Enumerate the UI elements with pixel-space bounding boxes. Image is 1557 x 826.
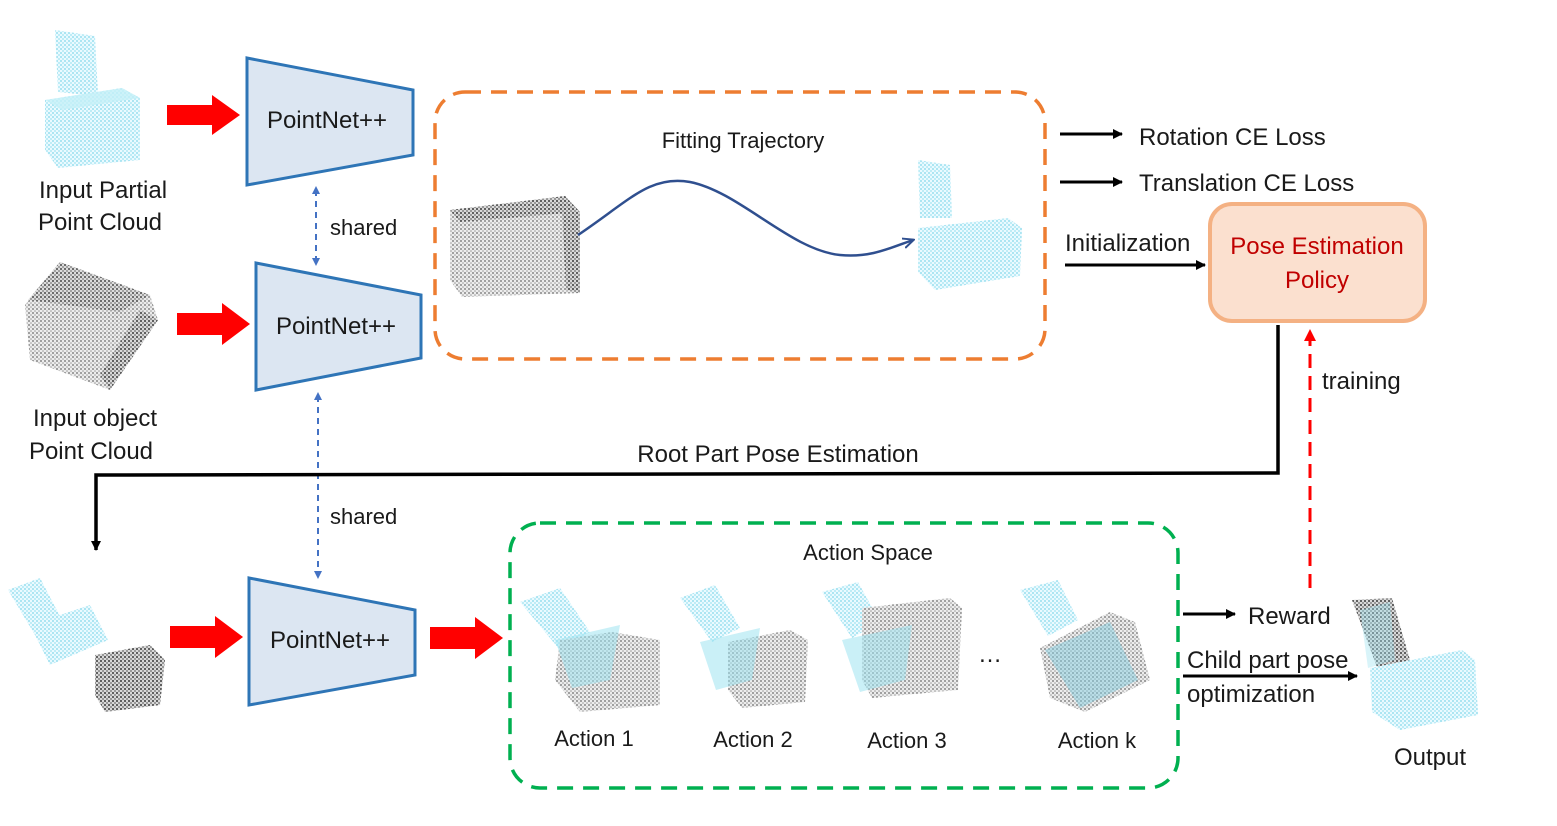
- pointnet-encoder-middle: PointNet++: [254, 261, 423, 392]
- action-ellipsis: …: [978, 641, 1002, 668]
- object-cloud-label-line1: Input object: [33, 405, 157, 432]
- fitting-trajectory-box: [433, 90, 1047, 361]
- action-space-box: [508, 521, 1180, 790]
- object-point-cloud-image: [25, 262, 158, 390]
- shared-label-bottom: shared: [330, 504, 397, 529]
- red-arrow-3: [170, 616, 243, 658]
- root-pose-connector: [91, 325, 1280, 551]
- partial-cloud-label-line2: Point Cloud: [38, 209, 162, 236]
- red-arrow-4: [430, 617, 503, 659]
- policy-label-line1: Pose Estimation: [1230, 233, 1403, 260]
- object-cloud-label-line2: Point Cloud: [29, 438, 153, 465]
- action-2-cloud: [680, 585, 808, 708]
- pose-estimation-policy-box: Pose Estimation Policy: [1208, 202, 1427, 323]
- action-1-label: Action 1: [554, 726, 634, 751]
- action-k-cloud: [1020, 580, 1150, 712]
- child-optimization-label-line1: Child part pose: [1187, 647, 1348, 674]
- child-optimization-label-line2: optimization: [1187, 681, 1315, 708]
- training-label: training: [1322, 368, 1401, 395]
- bottom-input-cloud: [8, 578, 165, 712]
- translation-loss-label: Translation CE Loss: [1139, 170, 1354, 197]
- action-space-title: Action Space: [803, 540, 933, 565]
- rotation-loss-label: Rotation CE Loss: [1139, 124, 1326, 151]
- red-arrow-2: [177, 303, 250, 345]
- root-pose-label: Root Part Pose Estimation: [637, 441, 918, 468]
- partial-cloud-label-line1: Input Partial: [39, 177, 167, 204]
- encoder-top-label: PointNet++: [267, 107, 387, 134]
- partial-point-cloud-image: [45, 30, 140, 168]
- action-3-label: Action 3: [867, 728, 947, 753]
- shared-label-top: shared: [330, 215, 397, 240]
- action-k-label: Action k: [1058, 728, 1137, 753]
- action-3-cloud: [822, 582, 962, 698]
- fitting-start-cloud: [450, 196, 580, 297]
- red-arrow-1: [167, 95, 240, 135]
- fitting-end-cloud: [918, 160, 1022, 290]
- policy-label-line2: Policy: [1285, 267, 1349, 294]
- fitting-trajectory-curve: [577, 179, 913, 257]
- initialization-label: Initialization: [1065, 230, 1190, 257]
- pointnet-encoder-top: PointNet++: [245, 56, 415, 187]
- output-cloud: [1352, 598, 1478, 730]
- output-label: Output: [1394, 744, 1466, 771]
- action-2-label: Action 2: [713, 727, 793, 752]
- encoder-bottom-label: PointNet++: [270, 627, 390, 654]
- pointnet-encoder-bottom: PointNet++: [247, 576, 417, 707]
- fitting-trajectory-title: Fitting Trajectory: [662, 128, 825, 153]
- action-1-cloud: [520, 588, 660, 712]
- encoder-middle-label: PointNet++: [276, 313, 396, 340]
- reward-label: Reward: [1248, 603, 1331, 630]
